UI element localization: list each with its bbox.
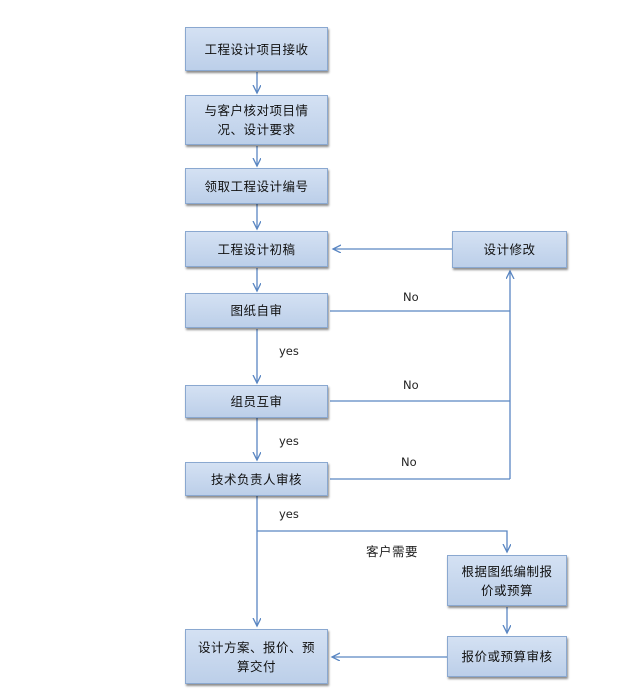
label-customer-needs: 客户需要 bbox=[366, 544, 419, 559]
node-revise: 设计修改 bbox=[452, 231, 567, 268]
label-yes-self-review: yes bbox=[279, 344, 299, 358]
node-self-review: 图纸自审 bbox=[185, 293, 328, 328]
node-receive: 工程设计项目接收 bbox=[185, 27, 328, 71]
node-tech-review: 技术负责人审核 bbox=[185, 462, 328, 496]
label-yes-peer-review: yes bbox=[279, 434, 299, 448]
label-no-self-review: No bbox=[403, 290, 419, 304]
node-verify: 与客户核对项目情况、设计要求 bbox=[185, 95, 328, 145]
node-quote-review: 报价或预算审核 bbox=[447, 636, 567, 677]
label-no-peer-review: No bbox=[403, 378, 419, 392]
node-quote-prepare: 根据图纸编制报价或预算 bbox=[447, 555, 567, 606]
node-peer-review: 组员互审 bbox=[185, 385, 328, 418]
node-final-delivery: 设计方案、报价、预算交付 bbox=[185, 629, 328, 684]
label-no-tech-review: No bbox=[401, 455, 417, 469]
node-draft: 工程设计初稿 bbox=[185, 231, 328, 267]
arrow-to-quote-prepare bbox=[257, 530, 507, 552]
label-yes-tech-review: yes bbox=[279, 507, 299, 521]
node-get-number: 领取工程设计编号 bbox=[185, 168, 328, 204]
